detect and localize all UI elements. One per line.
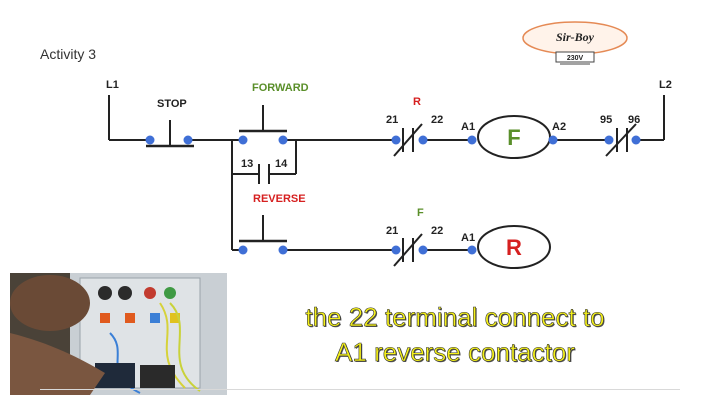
label-bot-nc-21: 21 xyxy=(386,225,398,237)
reverse-coil xyxy=(467,225,551,269)
label-bot-nc-tag: F xyxy=(417,207,424,219)
label-top-nc-21: 21 xyxy=(386,114,398,126)
label-reverse: REVERSE xyxy=(253,193,306,205)
overload-contact xyxy=(604,123,641,157)
label-stop: STOP xyxy=(157,98,187,110)
label-top-coil-a2: A2 xyxy=(552,121,566,133)
slide-title: Activity 3 xyxy=(40,46,97,62)
label-aux-13: 13 xyxy=(241,158,253,170)
coil-label-r: R xyxy=(506,235,522,260)
label-ol-95: 95 xyxy=(600,114,612,126)
label-forward: FORWARD xyxy=(252,82,309,94)
forward-coil xyxy=(467,115,558,159)
interlock-contact-f xyxy=(391,233,428,267)
label-aux-14: 14 xyxy=(275,158,288,170)
label-top-coil-a1: A1 xyxy=(461,121,475,133)
wires xyxy=(108,95,665,251)
coil-label-f: F xyxy=(507,125,520,150)
stop-pushbutton xyxy=(145,120,194,148)
holding-contact xyxy=(258,164,270,184)
label-bot-nc-22: 22 xyxy=(431,225,443,237)
reverse-pushbutton xyxy=(238,215,288,255)
logo-voltage: 230V xyxy=(567,55,584,62)
video-inset xyxy=(10,273,227,395)
label-l2: L2 xyxy=(659,79,672,91)
label-l1: L1 xyxy=(106,79,119,91)
caption-line-1: the 22 terminal connect to xyxy=(305,302,605,333)
forward-pushbutton xyxy=(238,105,288,145)
interlock-contact-r xyxy=(391,123,428,157)
label-bot-coil-a1: A1 xyxy=(461,232,475,244)
logo-text: Sir-Boy xyxy=(556,30,595,44)
bulb-logo: Sir-Boy 230V xyxy=(520,20,630,68)
label-top-nc-22: 22 xyxy=(431,114,443,126)
divider xyxy=(40,389,680,390)
label-top-nc-tag: R xyxy=(413,96,421,108)
caption-line-2: A1 reverse contactor xyxy=(335,337,575,368)
label-ol-96: 96 xyxy=(628,114,640,126)
